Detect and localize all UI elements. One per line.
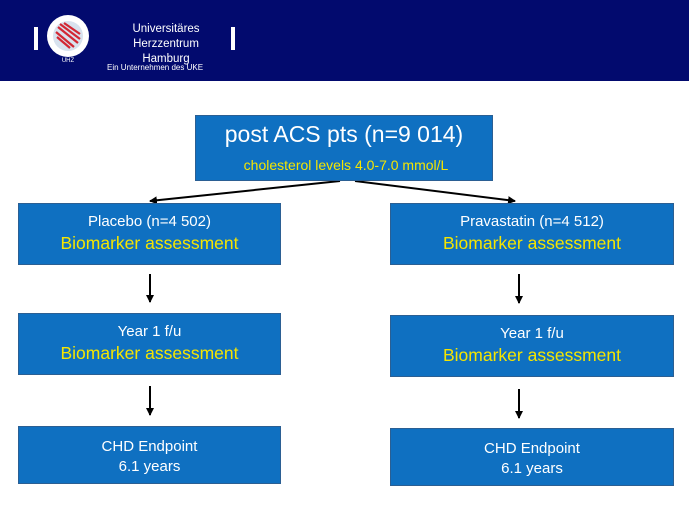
org-subtitle: Ein Unternehmen des UKE xyxy=(107,63,204,72)
pravastatin-label: Pravastatin (n=4 512) xyxy=(460,213,604,230)
right-endpoint-duration: 6.1 years xyxy=(501,460,563,477)
left-endpoint-box: CHD Endpoint 6.1 years xyxy=(18,426,281,484)
arrow-top-to-pravastatin xyxy=(354,180,516,205)
heart-logo-icon: UHZ xyxy=(34,15,89,64)
population-subtitle: cholesterol levels 4.0-7.0 mmol/L xyxy=(243,157,449,173)
top-population-box: post ACS pts (n=9 014) cholesterol level… xyxy=(195,115,493,181)
left-year1-box: Year 1 f/u Biomarker assessment xyxy=(18,313,281,375)
left-endpoint-duration: 6.1 years xyxy=(118,458,181,475)
population-title: post ACS pts (n=9 014) xyxy=(224,121,464,147)
uhz-logo: UHZ xyxy=(34,13,96,65)
left-year1-label: Year 1 f/u xyxy=(117,323,182,340)
org-name-line2: Hamburg xyxy=(142,53,190,65)
placebo-biomarker-label: Biomarker assessment xyxy=(60,233,239,253)
pravastatin-biomarker-label: Biomarker assessment xyxy=(443,233,621,253)
left-endpoint-label: CHD Endpoint xyxy=(101,438,198,455)
right-year1-label: Year 1 f/u xyxy=(500,325,564,342)
logo-divider-bar xyxy=(231,27,235,50)
right-endpoint-box: CHD Endpoint 6.1 years xyxy=(390,428,674,486)
right-year1-biomarker-label: Biomarker assessment xyxy=(443,345,621,365)
logo-abbr: UHZ xyxy=(62,58,75,64)
placebo-box: Placebo (n=4 502) Biomarker assessment xyxy=(18,203,281,265)
placebo-label: Placebo (n=4 502) xyxy=(87,213,211,230)
arrow-top-to-placebo xyxy=(149,180,341,205)
left-year1-biomarker-label: Biomarker assessment xyxy=(60,343,239,363)
org-name-line1: Universitäres Herzzentrum xyxy=(132,23,200,50)
right-year1-box: Year 1 f/u Biomarker assessment xyxy=(390,315,674,377)
pravastatin-box: Pravastatin (n=4 512) Biomarker assessme… xyxy=(390,203,674,265)
header-banner: UHZ Universitäres Herzzentrum Hamburg Ei… xyxy=(0,0,689,81)
org-name: Universitäres Herzzentrum Hamburg xyxy=(102,22,230,67)
right-endpoint-label: CHD Endpoint xyxy=(484,440,580,457)
